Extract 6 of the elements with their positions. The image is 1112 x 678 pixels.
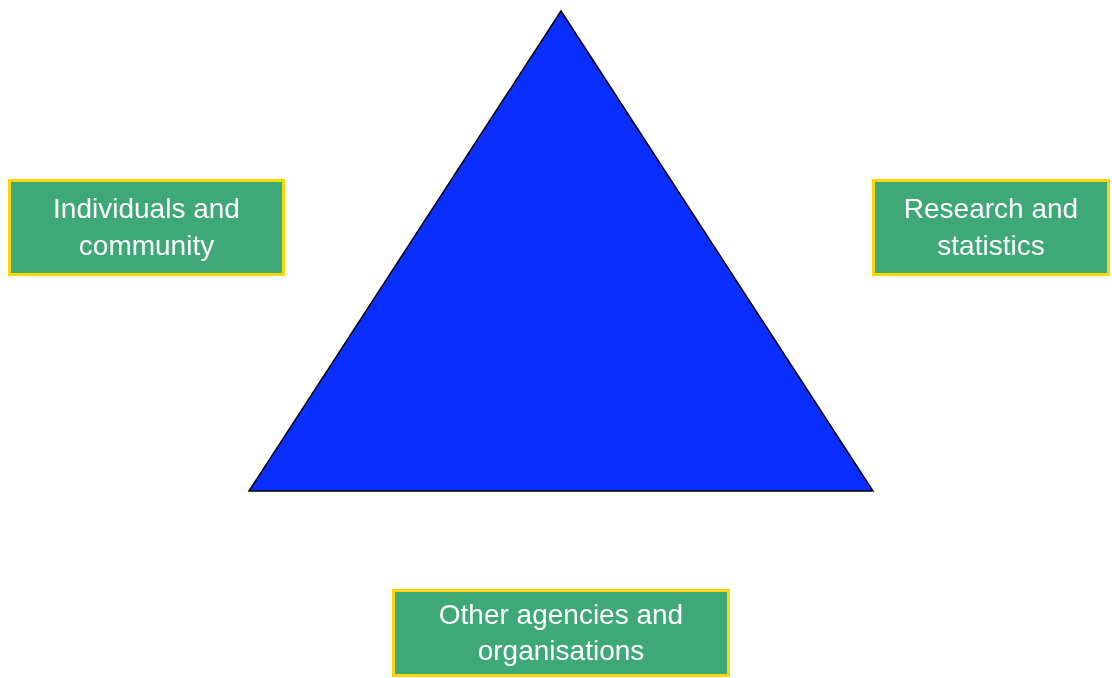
label-box <box>392 589 730 677</box>
box-label: Other agencies and organisations <box>437 597 685 668</box>
label-box <box>8 179 285 276</box>
label-box <box>872 179 1110 276</box>
box-label: Research and statistics <box>902 192 1080 263</box>
box-label: Individuals and community <box>52 192 241 263</box>
